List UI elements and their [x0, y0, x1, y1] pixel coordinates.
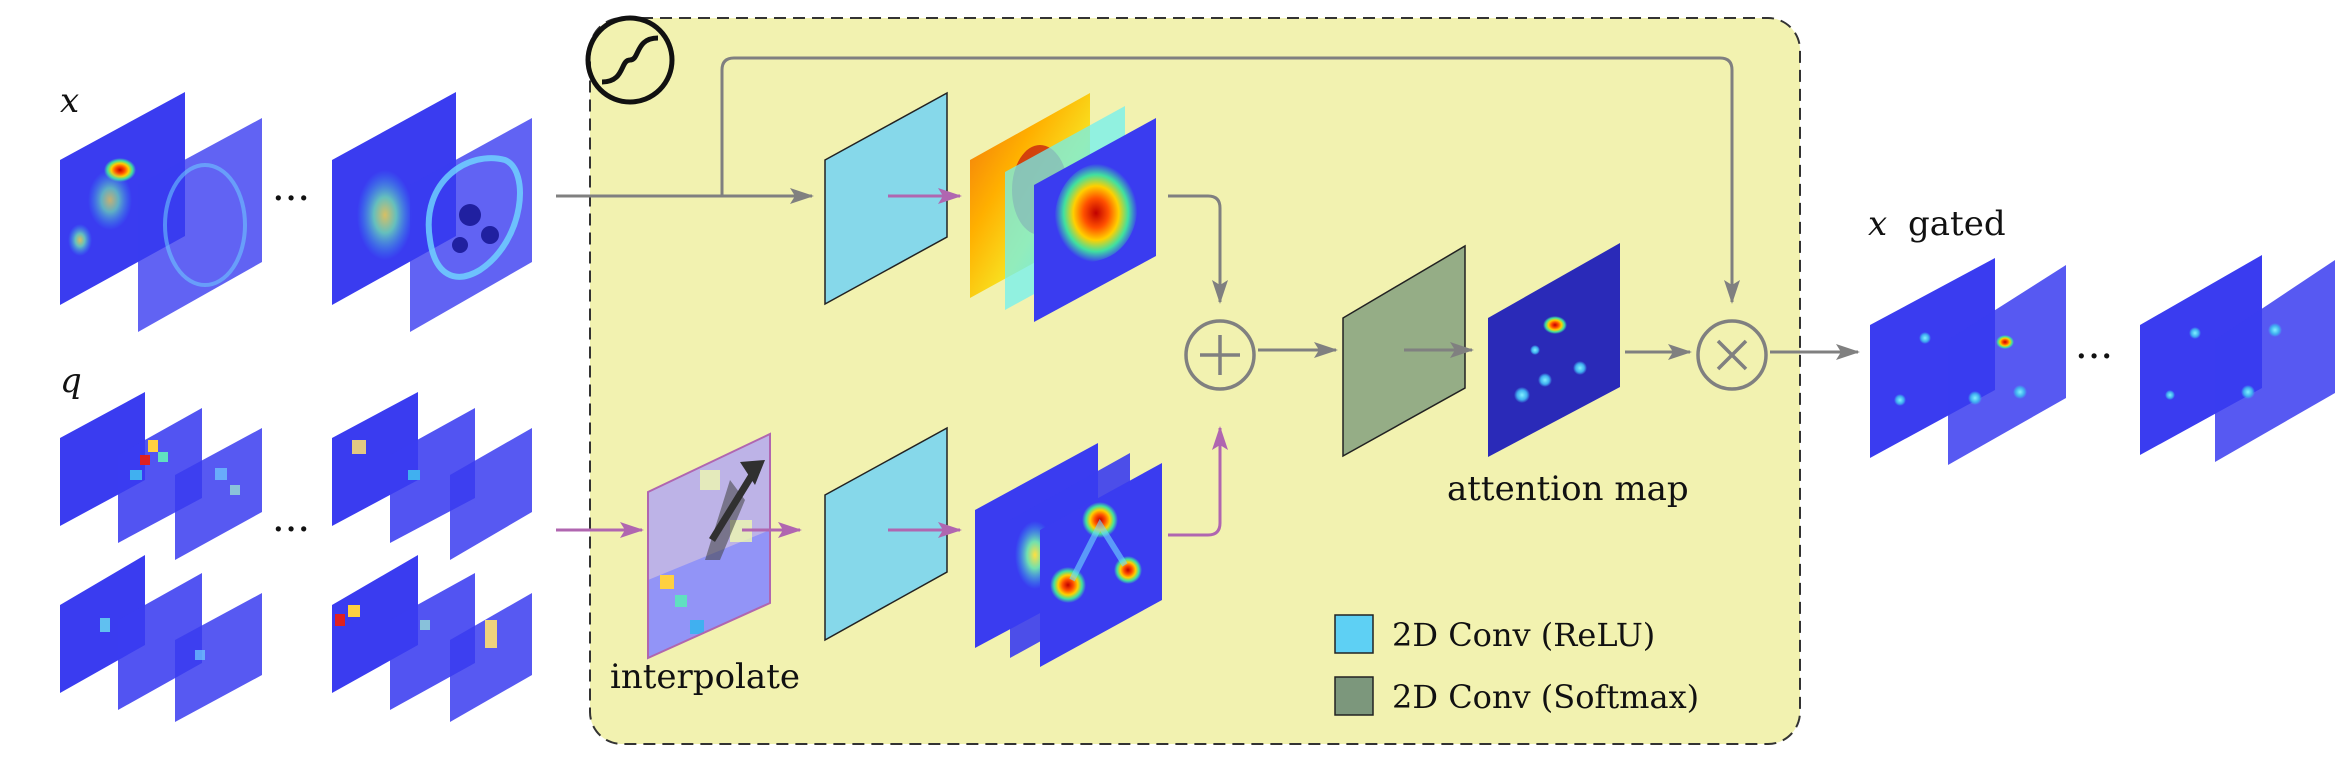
product-icon	[1696, 319, 1768, 391]
input-q-stack-3	[332, 392, 532, 560]
input-q-label: q	[60, 361, 82, 401]
ellipsis-x: ···	[272, 176, 310, 222]
feature-map	[332, 392, 418, 526]
feature-map	[175, 593, 262, 722]
output-stack-1	[1870, 258, 2066, 465]
input-q-stack-4	[332, 555, 532, 722]
feature-map	[1040, 463, 1162, 667]
input-x-stack-1	[60, 92, 262, 332]
legend-label-softmax: 2D Conv (Softmax)	[1392, 678, 1699, 716]
attention-map	[1488, 243, 1620, 457]
output-word-label: gated	[1908, 204, 2006, 244]
feature-map	[138, 118, 262, 332]
input-x-label: x	[60, 81, 79, 121]
sum-icon	[1184, 319, 1256, 391]
q-conv-features	[975, 443, 1162, 667]
legend-swatch-softmax	[1334, 676, 1374, 716]
x-skip-connection	[720, 56, 1740, 304]
output-var-label: x	[1868, 204, 1887, 244]
feature-map	[332, 555, 418, 693]
feature-map	[450, 428, 532, 560]
conv-relu-x	[824, 91, 948, 306]
input-q-stack-2	[60, 555, 262, 722]
ellipsis-output: ···	[2075, 334, 2113, 380]
feature-map	[2215, 260, 2335, 462]
output-label: x gated	[1868, 204, 2006, 244]
feature-map	[1488, 243, 1620, 457]
legend-label-relu: 2D Conv (ReLU)	[1392, 616, 1655, 654]
input-x-stack-2	[332, 92, 532, 332]
interpolate-label: interpolate	[610, 657, 800, 697]
attention-map-label: attention map	[1447, 469, 1689, 509]
feature-map	[450, 593, 532, 722]
x-features-to-sum-arrow	[1168, 194, 1228, 304]
feature-map	[60, 392, 145, 526]
x-conv-features	[970, 93, 1156, 322]
feature-map	[1948, 265, 2066, 465]
legend: 2D Conv (ReLU) 2D Conv (Softmax)	[1334, 614, 1699, 716]
feature-map	[175, 428, 262, 560]
output-stack-2	[2140, 255, 2335, 462]
feature-map	[2140, 255, 2262, 455]
legend-swatch-relu	[1334, 614, 1374, 654]
input-q-stack-1	[60, 392, 262, 560]
interpolate-block	[647, 432, 771, 660]
conv-relu-q	[824, 426, 948, 642]
feature-map	[390, 573, 475, 710]
feature-map	[1870, 258, 1995, 458]
q-features-to-sum-arrow	[1168, 426, 1228, 537]
sigmoid-icon	[585, 15, 675, 105]
ellipsis-q: ···	[272, 507, 310, 553]
feature-map	[118, 573, 202, 710]
